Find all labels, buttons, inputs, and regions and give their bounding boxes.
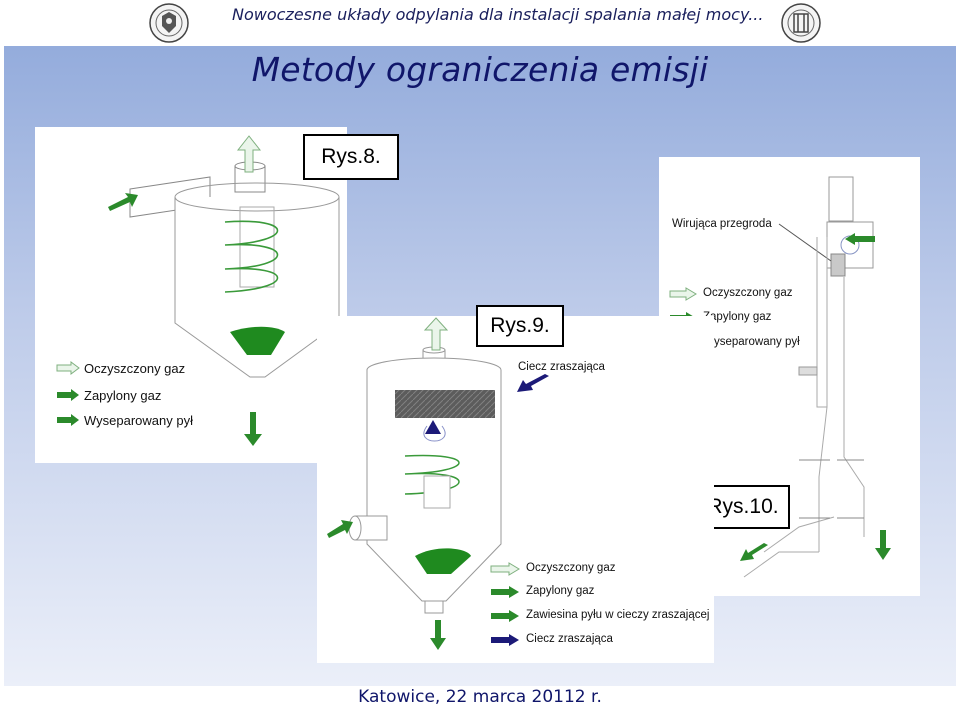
legend-dusty-gas-label: Zapylony gaz — [703, 311, 772, 323]
legend-dusty-gas-icon — [57, 389, 79, 401]
figure9-label: Rys.9. — [476, 305, 564, 347]
legend-clean-gas-label: Oczyszczony gaz — [84, 361, 186, 376]
university-seal-icon — [149, 3, 189, 43]
figure8-label: Rys.8. — [303, 134, 399, 180]
legend-separated-dust-label: yseparowany pył — [714, 336, 800, 348]
legend-clean-gas-label: Oczyszczony gaz — [703, 287, 793, 299]
slide-title: Metody ograniczenia emisji — [251, 50, 709, 89]
clean-gas-out-icon — [423, 317, 449, 351]
rotary-separator-diagram — [743, 176, 874, 578]
legend-spray-liquid-label: Ciecz zraszająca — [526, 633, 613, 645]
clean-gas-out-icon — [845, 233, 875, 245]
spray-liquid-label: Ciecz zraszająca — [518, 361, 605, 373]
dusty-gas-in-icon — [327, 520, 353, 538]
cyclone-diagram — [129, 161, 340, 378]
legend-spray-liquid-icon — [491, 634, 519, 646]
separated-dust-out-icon — [244, 412, 262, 446]
footer-text: Katowice, 22 marca 20112 r. — [358, 687, 602, 707]
dusty-gas-in-icon — [108, 193, 138, 211]
legend-separated-dust-label: Wyseparowany pył — [84, 413, 193, 428]
legend-clean-gas-icon — [56, 361, 80, 375]
header-bar: Nowoczesne układy odpylania dla instalac… — [0, 0, 960, 46]
suspension-out-icon — [430, 620, 446, 650]
legend-suspension-icon — [491, 610, 519, 622]
liquid-in-icon — [517, 374, 549, 392]
header-title: Nowoczesne układy odpylania dla instalac… — [232, 5, 764, 24]
legend-dusty-gas-icon — [491, 586, 519, 598]
dusty-gas-in-icon — [740, 543, 768, 561]
legend-clean-gas-label: Oczyszczony gaz — [526, 562, 616, 574]
rotating-baffle-label: Wirująca przegroda — [672, 218, 772, 230]
legend-dusty-gas-label: Zapylony gaz — [84, 388, 162, 403]
legend-separated-dust-icon — [57, 414, 79, 426]
wet-scrubber-diagram — [348, 346, 502, 614]
clean-gas-out-icon — [236, 135, 262, 173]
legend-clean-gas-icon — [669, 287, 697, 301]
institute-seal-icon — [781, 3, 821, 43]
legend-dusty-gas-label: Zapylony gaz — [526, 585, 595, 597]
separated-dust-out-icon — [875, 530, 891, 560]
legend-clean-gas-icon — [490, 562, 520, 576]
legend-suspension-label: Zawiesina pyłu w cieczy zraszającej — [526, 609, 710, 621]
